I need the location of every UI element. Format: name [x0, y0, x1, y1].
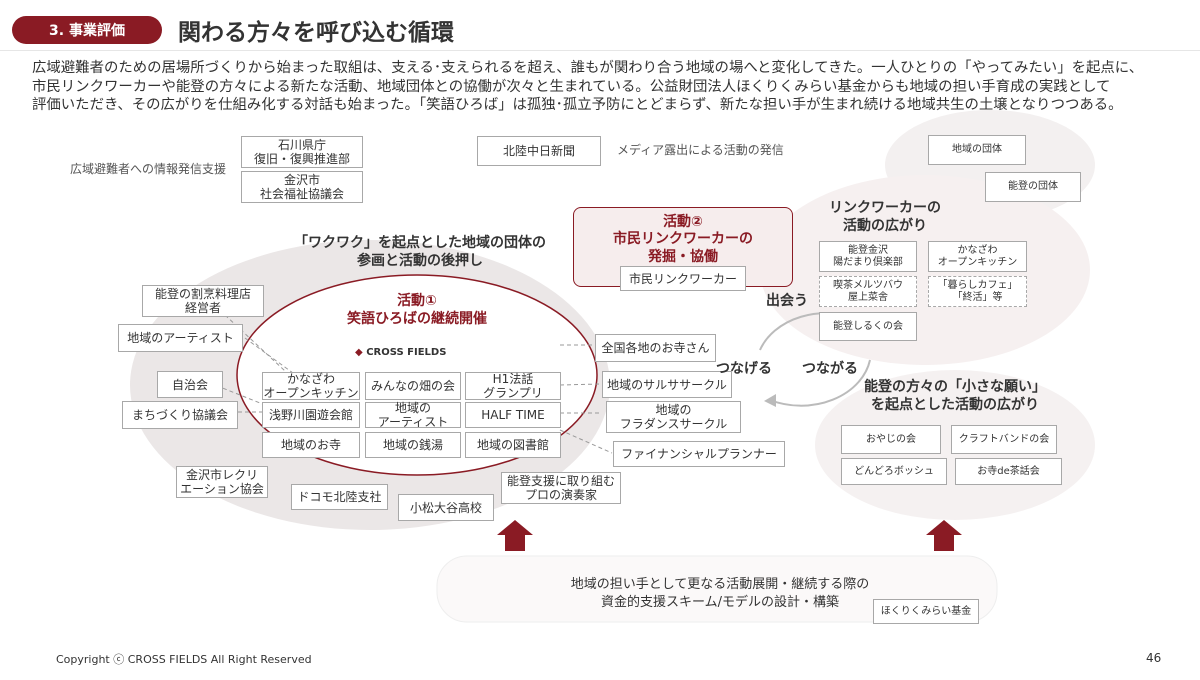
page-number: 46	[1146, 651, 1162, 665]
link-worker-box: 喫茶メルツバウ 屋上菜舎	[819, 276, 917, 307]
ishikawa-prefecture-box: 石川県庁 復旧・復興推進部	[241, 136, 363, 168]
link-worker-box: 能登しるくの会	[819, 312, 917, 341]
info-support-label: 広域避難者への情報発信支援	[70, 162, 227, 176]
cross-fields-logo: ◆ CROSS FIELDS	[355, 347, 447, 358]
outer-box: 能登支援に取り組む プロの演奏家	[501, 472, 621, 504]
link-worker-box: 能登金沢 陽だまり倶楽部	[819, 241, 917, 272]
left-cluster-heading: 「ワクワク」を起点とした地域の団体の 参画と活動の後押し	[294, 235, 546, 269]
up-arrow-right	[926, 520, 962, 551]
cycle-connect-right-label: つながる	[802, 361, 858, 377]
noto-box: クラフトバンドの会	[951, 425, 1057, 454]
outer-right-box: 全国各地のお寺さん	[595, 334, 716, 362]
link-worker-heading: リンクワーカーの 活動の広がり	[829, 200, 941, 234]
outer-box: まちづくり協議会	[122, 401, 238, 429]
inner-box: 浅野川園遊会館	[262, 402, 360, 428]
outer-box: 地域のアーティスト	[118, 324, 243, 352]
inner-box: かなざわ オープンキッチン	[262, 372, 360, 400]
outer-box: ドコモ北陸支社	[291, 484, 388, 510]
up-arrow-left	[497, 520, 533, 551]
page-title: 関わる方々を呼び込む循環	[178, 20, 454, 46]
inner-box: 地域の図書館	[465, 432, 561, 458]
cycle-arrowhead	[764, 394, 776, 407]
bottom-blob	[436, 555, 998, 623]
intro-line: 市民リンクワーカーや能登の方々による新たな活動、地域団体との協働が次々と生まれて…	[32, 78, 1111, 95]
logo-mark-icon: ◆	[355, 347, 363, 358]
activity1-name: 笑語ひろばの継続開催	[347, 311, 487, 327]
intro-line: 広域避難者のための居場所づくりから始まった取組は、支える･支えられるを超え、誰も…	[32, 60, 1144, 76]
activity2-name: 市民リンクワーカーの 発掘・協働	[613, 231, 753, 265]
bottom-text: 地域の担い手として更なる活動展開・継続する際の 資金的支援スキーム/モデルの設計…	[500, 576, 940, 612]
outer-box: 能登の割烹料理店 経営者	[142, 285, 264, 317]
inner-box: 地域のお寺	[262, 432, 360, 458]
link-worker-box: かなざわ オープンキッチン	[928, 241, 1027, 272]
hokuriku-fund-box: ほくりくみらい基金	[873, 599, 979, 624]
noto-box: どんどろボッシュ	[841, 458, 947, 485]
inner-box: H1法話 グランプリ	[465, 372, 561, 400]
noto-box: お寺de茶話会	[955, 458, 1062, 485]
media-label: メディア露出による活動の発信	[617, 143, 784, 157]
cycle-arc-bottom	[769, 359, 871, 407]
outer-box: 小松大谷高校	[398, 494, 494, 521]
intro-text: 広域避難者のための居場所づくりから始まった取組は、支える･支えられるを超え、誰も…	[32, 59, 1182, 115]
noto-heading: 能登の方々の「小さな願い」 を起点とした活動の広がり	[864, 379, 1046, 413]
outer-right-box: 地域の フラダンスサークル	[606, 401, 741, 433]
outer-box: 自治会	[157, 371, 223, 398]
link-worker-box: 「暮らしカフェ」 「終活」等	[928, 276, 1027, 307]
header-divider	[0, 50, 1200, 51]
noto-group-box: 能登の団体	[985, 172, 1081, 202]
outer-right-box: ファイナンシャルプランナー	[613, 441, 785, 467]
local-group-box: 地域の団体	[928, 135, 1026, 165]
bottom-line: 地域の担い手として更なる活動展開・継続する際の	[570, 577, 870, 592]
hokuriku-chunichi-box: 北陸中日新聞	[477, 136, 601, 166]
footer-copyright: Copyright ⓒ CROSS FIELDS All Right Reser…	[56, 653, 312, 666]
outer-right-box: 地域のサルササークル	[602, 371, 732, 398]
bottom-line: 資金的支援スキーム/モデルの設計・構築	[601, 595, 839, 610]
outer-box: 金沢市レクリ エーション協会	[176, 466, 268, 498]
noto-box: おやじの会	[841, 425, 941, 454]
intro-line: 評価いただき、その広がりを仕組み化する対話も始まった。「笑語ひろば」は孤独･孤立…	[32, 97, 1123, 113]
section-badge: 3. 事業評価	[12, 16, 162, 44]
citizen-link-worker-box: 市民リンクワーカー	[620, 266, 746, 291]
inner-box: みんなの畑の会	[365, 372, 461, 400]
cycle-connect-left-label: つなげる	[716, 361, 772, 377]
inner-box: 地域の アーティスト	[365, 401, 461, 429]
kanazawa-welfare-box: 金沢市 社会福祉協議会	[241, 171, 363, 203]
cycle-meet-label: 出会う	[766, 293, 808, 309]
inner-box: 地域の銭湯	[365, 432, 461, 458]
inner-box: HALF TIME	[465, 402, 561, 428]
activity1-title: 活動①	[397, 293, 437, 309]
activity2-title: 活動②	[663, 214, 703, 230]
